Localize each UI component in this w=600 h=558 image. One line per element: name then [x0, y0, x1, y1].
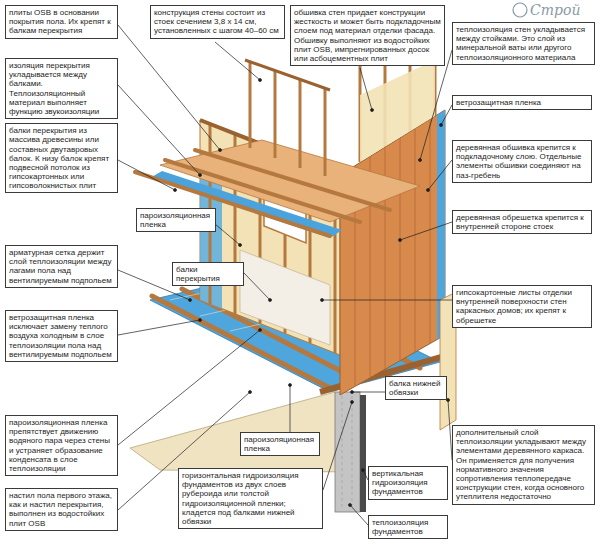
callout-box: балки перекрытия: [172, 262, 244, 286]
outer-sheathing: [340, 110, 445, 395]
vertical-waterproofing: [360, 395, 366, 512]
callout-box: деревянная обшивка крепится к подкладочн…: [452, 140, 592, 183]
callout-box: гипсокартонные листы отделки внутренней …: [452, 285, 592, 328]
callout-text: арматурная сетка держит слой теплоизоляц…: [9, 248, 114, 285]
ceiling-joists: [135, 150, 390, 236]
watermark-logo: [513, 3, 527, 17]
callout-text: теплоизоляция стен укладывается между ст…: [456, 25, 591, 62]
watermark: Строй: [530, 3, 580, 17]
callout-text: ветрозащитная пленка исключает замену те…: [9, 313, 114, 359]
callout-text: балка нижней обвязки: [389, 379, 443, 397]
callout-box: балки перекрытия из массива древесины ил…: [5, 123, 118, 193]
callout-box: горизонтальная гидроизоляция фундаментов…: [178, 468, 323, 529]
callout-box: настил пола первого этажа, как и настил …: [5, 488, 118, 531]
callout-text: пароизоляционная пленка: [140, 211, 212, 229]
callout-text: деревянная обрешетка крепится к внутренн…: [456, 213, 588, 231]
callout-text: изоляция перекрытия укладывается между б…: [9, 61, 114, 116]
callout-text: балки перекрытия из массива древесины ил…: [9, 126, 114, 190]
foundation-hatch: [352, 396, 353, 508]
callout-text: теплоизоляция фундаментов: [372, 518, 444, 536]
callout-box: плиты OSB в основании покрытия пола. Их …: [5, 5, 118, 39]
callout-box: пароизоляционная пленка: [136, 208, 216, 232]
callout-box: пароизоляционная пленка: [240, 432, 320, 456]
leader-lines: [118, 25, 452, 525]
callout-box: изоляция перекрытия укладывается между б…: [5, 58, 118, 119]
callout-box: арматурная сетка держит слой теплоизоляц…: [5, 245, 118, 288]
foundation: [335, 392, 360, 512]
callout-box: дополнительный слой теплоизоляции уклады…: [452, 425, 595, 505]
callout-box: деревянная обрешетка крепится к внутренн…: [452, 210, 592, 234]
callout-box: пароизоляционная пленка препятствует дви…: [5, 415, 118, 476]
callout-text: конструкция стены состоит из стоек сечен…: [154, 8, 281, 36]
ground-base: [130, 392, 350, 472]
callout-text: горизонтальная гидроизоляция фундаментов…: [182, 471, 319, 526]
callout-text: вертикальная гидроизоляция фундаментов: [372, 469, 444, 497]
callout-box: ветрозащитная пленка: [452, 95, 592, 110]
callout-text: плиты OSB в основании покрытия пола. Их …: [9, 8, 114, 36]
callout-box: ветрозащитная пленка исключает замену те…: [5, 310, 118, 362]
callout-text: ветрозащитная пленка: [456, 98, 588, 107]
callout-box: вертикальная гидроизоляция фундаментов: [368, 466, 448, 500]
callout-box: балка нижней обвязки: [385, 376, 447, 400]
callout-box: теплоизоляция стен укладывается между ст…: [452, 22, 595, 65]
callout-text: обшивка стен придает конструкции жесткос…: [294, 8, 441, 63]
callout-text: пароизоляционная пленка: [244, 435, 316, 453]
foundation-hatch: [342, 396, 343, 508]
drywall-sheet: [240, 250, 330, 345]
callout-text: настил пола первого этажа, как и настил …: [9, 491, 114, 528]
callout-text: дополнительный слой теплоизоляции уклады…: [456, 428, 591, 502]
callout-text: деревянная обшивка крепится к подкладочн…: [456, 143, 588, 180]
callout-box: обшивка стен придает конструкции жесткос…: [290, 5, 445, 66]
callout-text: пароизоляционная пленка препятствует дви…: [9, 418, 114, 473]
callout-box: конструкция стены состоит из стоек сечен…: [150, 5, 285, 39]
callout-text: гипсокартонные листы отделки внутренней …: [456, 288, 588, 325]
callout-box: теплоизоляция фундаментов: [368, 515, 448, 539]
sheathing-boards: [355, 119, 430, 386]
callout-text: балки перекрытия: [176, 265, 240, 283]
